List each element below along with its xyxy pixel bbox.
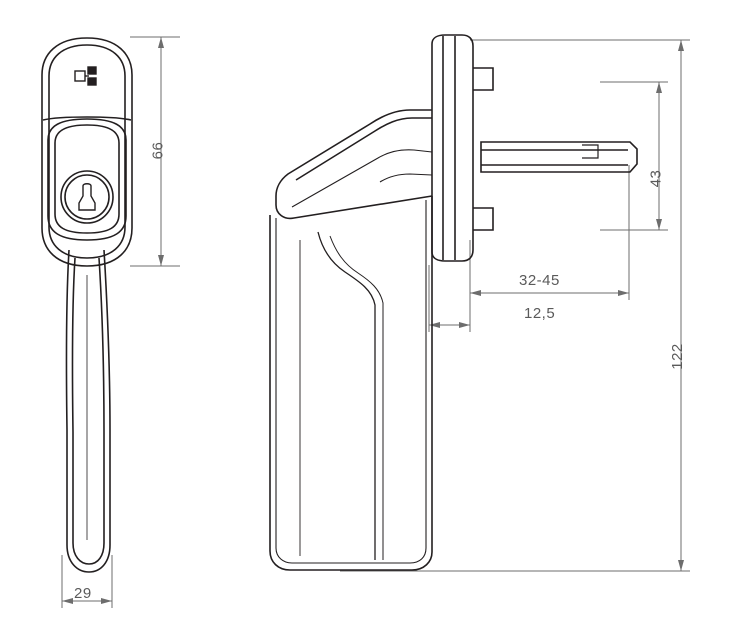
dimension-label-12-5: 12,5 — [524, 305, 556, 322]
dimension-label-29: 29 — [74, 585, 92, 602]
side-handle-upper-body — [275, 109, 433, 220]
front-division-line — [42, 116, 132, 121]
side-handle-fold-line — [291, 149, 433, 208]
arrow-3245-left — [470, 290, 481, 296]
arrow-122-top — [678, 40, 684, 51]
side-spindle — [480, 141, 638, 173]
arrow-43-bottom — [656, 219, 662, 230]
dimension-label-32-45: 32-45 — [519, 272, 560, 289]
front-lock-housing — [47, 118, 127, 241]
dimension-lines-group — [61, 36, 690, 608]
side-handle-top-edge — [295, 117, 432, 181]
arrow-66-bottom — [158, 255, 164, 266]
arrow-43-top — [656, 82, 662, 93]
side-handle-lever-body — [269, 196, 433, 571]
arrow-29-right — [101, 598, 112, 604]
side-handle-inner-contour — [317, 231, 376, 560]
front-rosette-outline — [41, 37, 133, 267]
arrow-66-top — [158, 37, 164, 48]
dimension-label-66: 66 — [149, 141, 167, 160]
front-view-geometry — [41, 37, 133, 573]
arrow-29-left — [62, 598, 73, 604]
dimension-label-43: 43 — [647, 169, 665, 188]
front-keyway-slot — [78, 183, 96, 211]
brand-logo-icon — [74, 66, 97, 86]
arrow-122-bottom — [678, 560, 684, 571]
front-key-cylinder — [60, 170, 114, 224]
side-handle-inner-contour-2 — [329, 235, 384, 560]
side-mount-tab-top — [473, 67, 494, 91]
front-handle-lever-inner — [71, 257, 105, 565]
side-mount-tab-bottom — [473, 207, 494, 231]
side-handle-lever-left-edge — [275, 200, 427, 564]
side-view-geometry — [269, 34, 638, 571]
front-handle-lever — [65, 249, 111, 573]
side-spindle-notch — [582, 144, 599, 159]
side-handle-fold-line-2 — [379, 173, 433, 183]
arrow-125-right — [459, 322, 470, 328]
dimension-label-122: 122 — [668, 343, 686, 370]
front-key-cylinder-inner — [64, 174, 110, 220]
front-rosette-inner-outline — [48, 44, 126, 259]
front-lock-housing-inner — [54, 124, 120, 234]
arrow-3245-right — [618, 290, 629, 296]
arrow-125-left — [429, 322, 440, 328]
side-base-plate — [431, 34, 474, 262]
